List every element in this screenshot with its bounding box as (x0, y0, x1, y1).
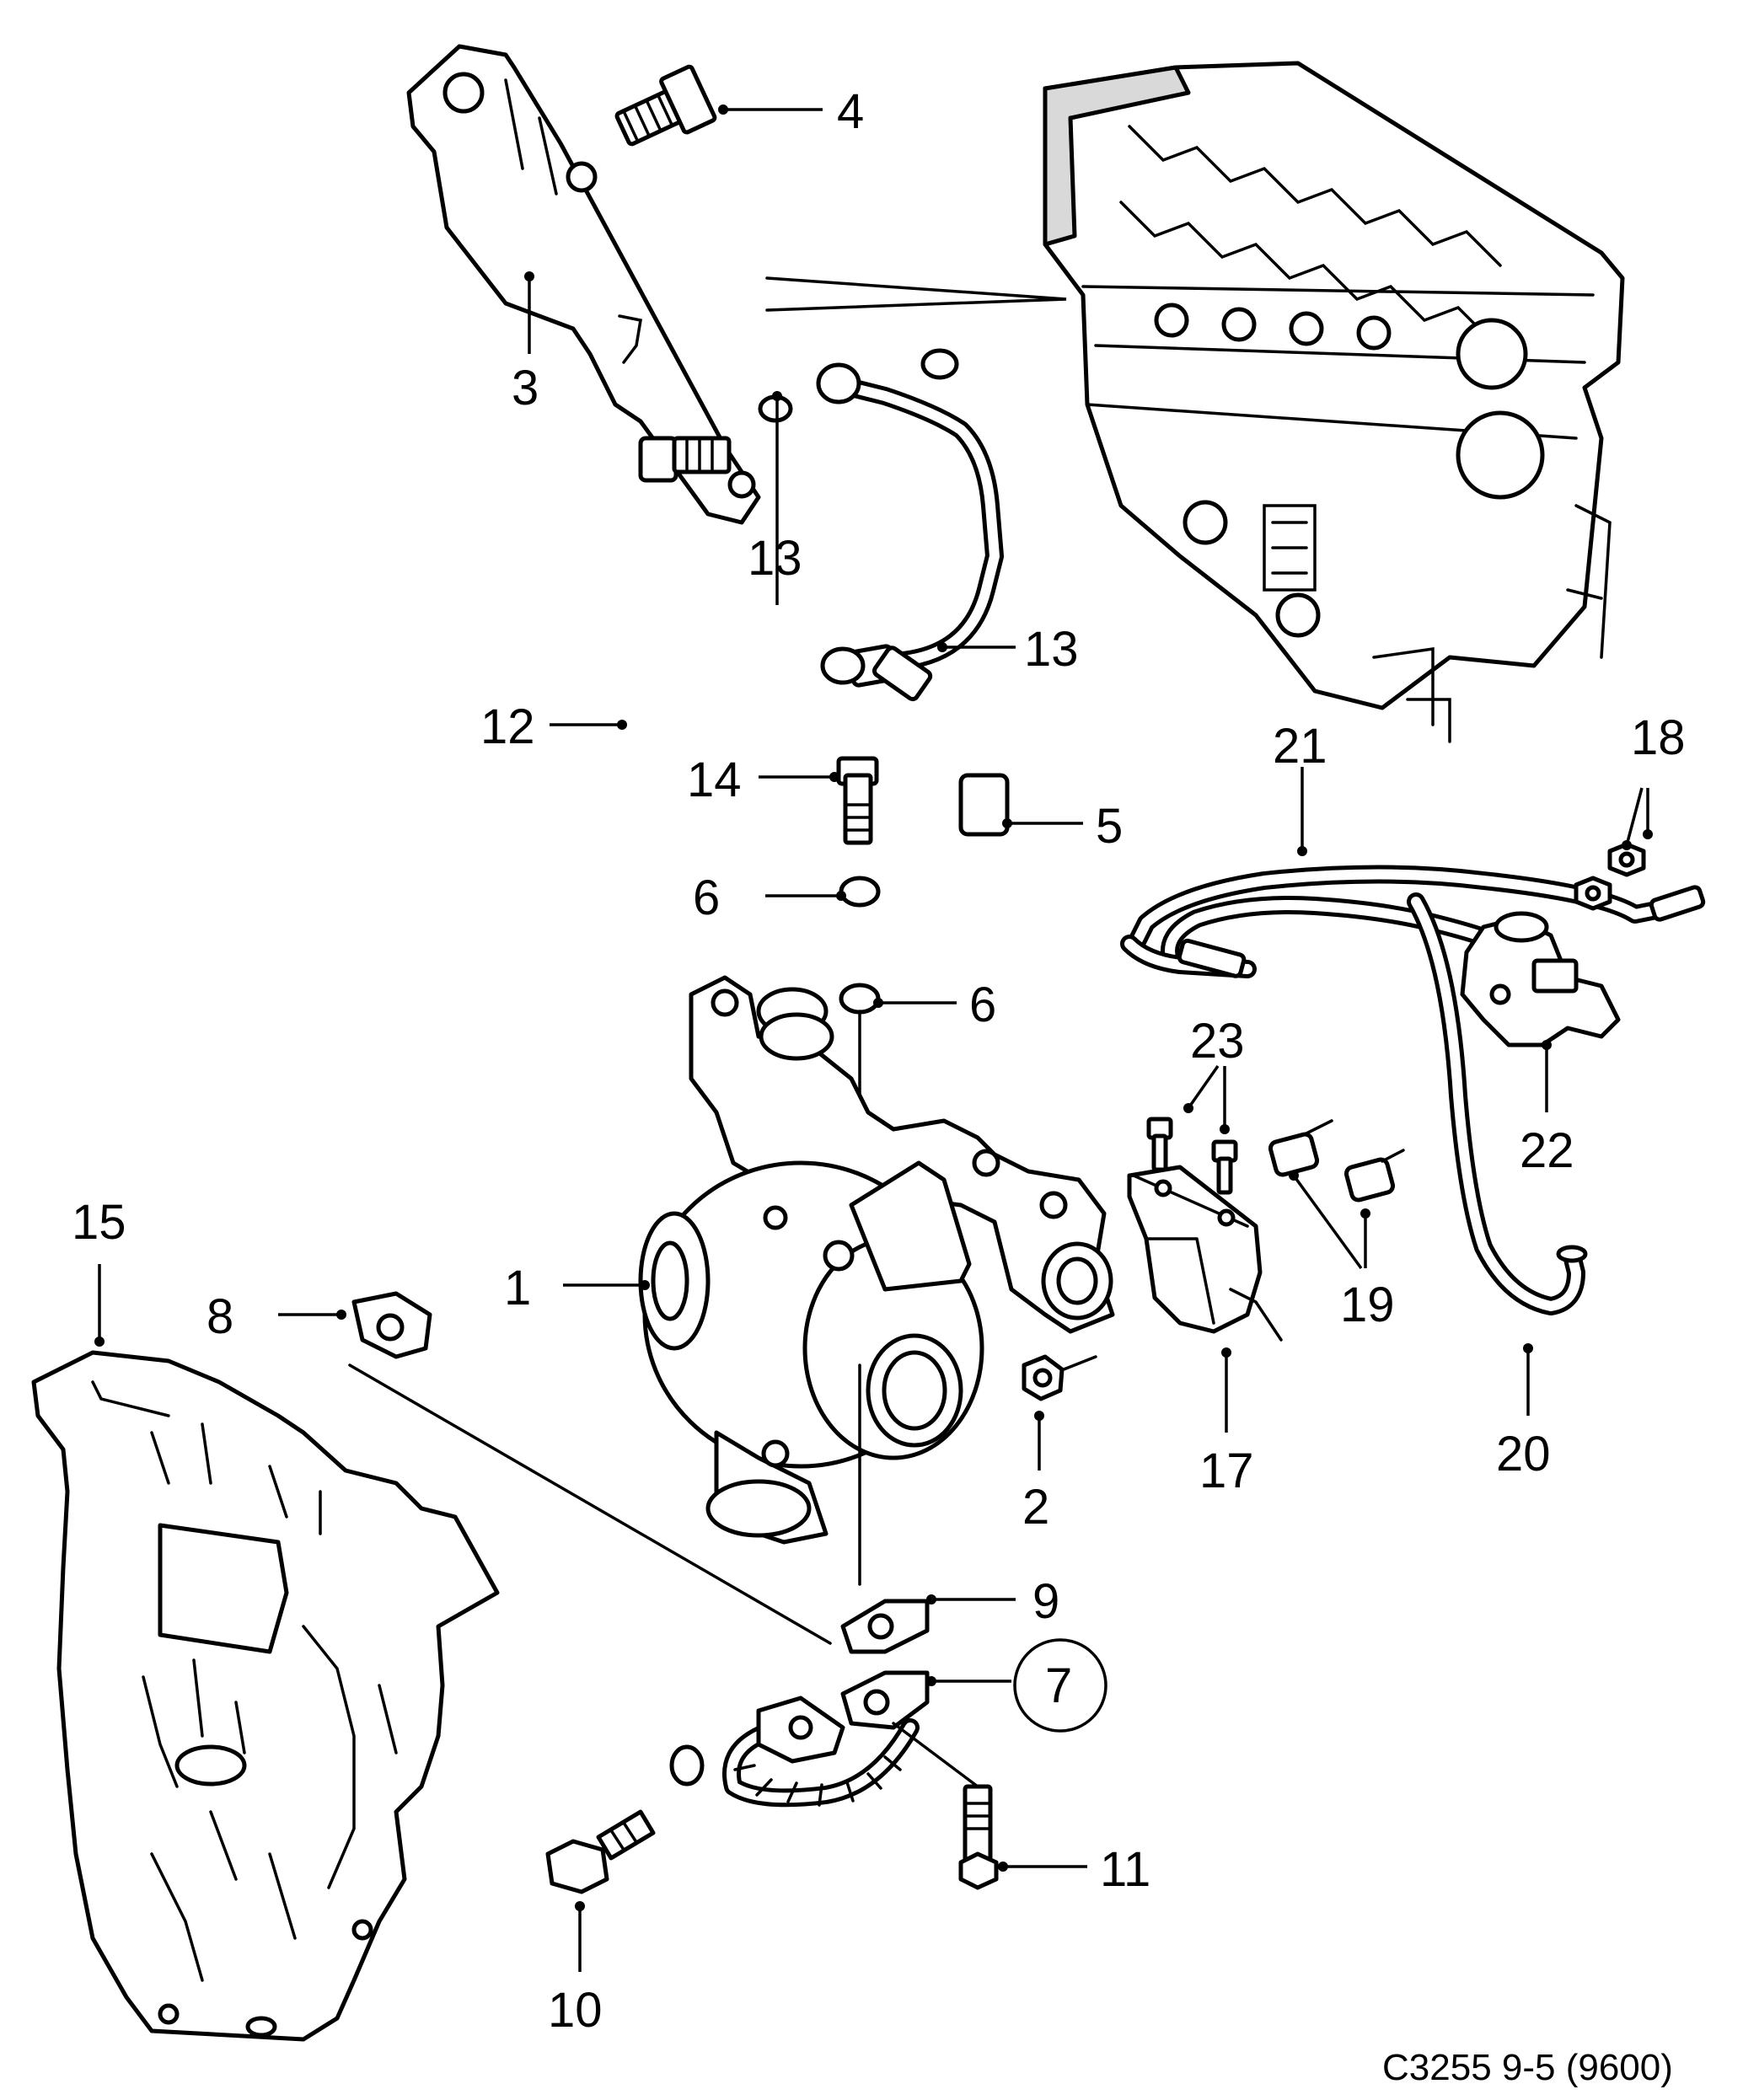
nut-2 (1022, 1354, 1097, 1401)
bolt-11 (958, 1784, 999, 1890)
mounting-bracket-17 (1127, 1165, 1283, 1342)
callout-18: 18 (1631, 710, 1686, 765)
callout-1: 1 (504, 1261, 531, 1315)
assembly-line-11 (892, 1722, 979, 1788)
callout-14: 14 (687, 753, 742, 807)
assembly-line-8 (348, 1363, 832, 1645)
engine-location-pointer (765, 276, 1067, 312)
sealing-washer-13b (920, 348, 959, 380)
banjo-bolt-10 (545, 1809, 656, 1894)
banjo-bolt-12 (638, 436, 732, 483)
callout-17: 17 (1199, 1444, 1254, 1498)
reference-code: C3255 9-5 (9600) (1382, 2047, 1673, 2088)
bolt-14 (836, 756, 879, 845)
callout-13-right: 13 (1024, 622, 1079, 677)
callout-9: 9 (1032, 1574, 1059, 1629)
callout-3: 3 (512, 361, 539, 415)
engine-cylinder-head (1043, 61, 1625, 743)
callout-20: 20 (1496, 1427, 1551, 1481)
callout-23: 23 (1190, 1014, 1245, 1069)
callout-5: 5 (1096, 799, 1123, 854)
callout-21: 21 (1273, 719, 1327, 774)
gasket-8 (351, 1291, 432, 1359)
callout-10: 10 (548, 1983, 603, 2038)
callout-labels: 4 3 13 13 12 14 5 6 6 21 18 23 22 15 1 8… (72, 84, 1686, 2038)
callout-4: 4 (837, 84, 864, 139)
washer-6a (839, 876, 881, 908)
vacuum-hose-20 (1407, 892, 1588, 1315)
callout-6-left: 6 (693, 871, 720, 925)
oil-return-pipe (722, 1696, 920, 1808)
washer-6b (839, 983, 881, 1015)
callout-11: 11 (1100, 1842, 1150, 1897)
leader-lines (94, 104, 1653, 1972)
callout-12: 12 (480, 699, 535, 754)
bolt-4 (614, 64, 717, 147)
flange-7 (840, 1670, 930, 1730)
nuts-18 (1574, 842, 1646, 911)
screws-23 (1146, 1117, 1238, 1195)
vacuum-connectors-19 (1268, 1119, 1405, 1203)
heat-shield (31, 1350, 500, 2042)
callout-8: 8 (206, 1289, 233, 1344)
callout-2: 2 (1022, 1480, 1049, 1535)
turbocharger (638, 975, 1115, 1545)
callout-7-circle (1013, 1638, 1107, 1733)
callout-19: 19 (1340, 1278, 1395, 1332)
gasket-9 (840, 1599, 930, 1654)
solenoid-valve-22 (1460, 911, 1621, 1047)
callout-13-top: 13 (748, 531, 802, 586)
vacuum-hose-21 (1120, 865, 1706, 978)
callout-7: 7 (1045, 1658, 1072, 1713)
callout-15: 15 (72, 1195, 126, 1250)
support-bracket (406, 44, 761, 525)
callout-22: 22 (1520, 1123, 1574, 1178)
callout-6-right: 6 (969, 978, 996, 1032)
sealing-washer-10 (669, 1744, 705, 1787)
